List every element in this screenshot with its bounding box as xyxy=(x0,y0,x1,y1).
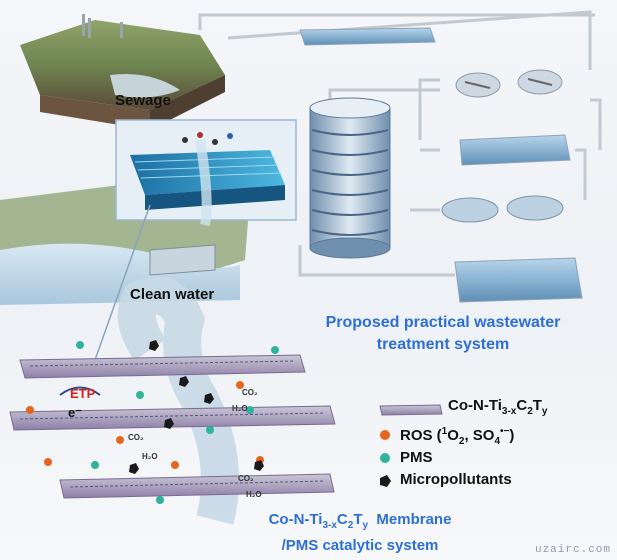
electron-label: e⁻ xyxy=(68,405,83,420)
membrane-inset xyxy=(115,119,297,226)
legend-pms-mark xyxy=(380,453,390,463)
co2-label: CO₂ xyxy=(128,433,144,442)
catalytic-system-title: Co-N-Ti3-xC2Ty Membrane /PMS catalytic s… xyxy=(210,510,510,556)
legend-marks xyxy=(379,404,443,487)
membrane-reactor-cylinder xyxy=(309,97,391,259)
legend-membrane-mark xyxy=(379,404,443,416)
legend-pms: PMS xyxy=(400,449,433,466)
h2o-label: H₂O xyxy=(142,452,158,461)
catalytic-system xyxy=(9,276,336,525)
legend-micropollutants: Micropollutants xyxy=(400,471,512,488)
micropollutant-particles xyxy=(129,340,264,474)
legend-membrane: Co-N-Ti3-xC2Ty xyxy=(448,397,548,417)
watermark: uzairc.com xyxy=(534,544,611,556)
proposed-system-caption: Proposed practical wastewater treatment … xyxy=(308,312,578,356)
h2o-label: H₂O xyxy=(232,404,248,413)
etp-label: ETP xyxy=(70,386,96,401)
proposed-caption-line2: treatment system xyxy=(376,336,510,353)
clean-water-label: Clean water xyxy=(130,286,215,303)
catalytic-title-line2: /PMS catalytic system xyxy=(281,537,439,554)
legend-ros: ROS (1O2, SO4•−) xyxy=(400,426,515,447)
legend-ros-mark xyxy=(380,430,390,440)
proposed-caption-line1: Proposed practical wastewater xyxy=(325,314,561,331)
legend-micropollutant-mark xyxy=(380,475,391,487)
co2-label: CO₂ xyxy=(242,388,258,397)
sewage-label: Sewage xyxy=(115,92,171,109)
co2-label: CO₂ xyxy=(238,474,254,483)
treatment-units xyxy=(299,27,583,303)
h2o-label: H₂O xyxy=(246,490,262,499)
catalytic-title-line1: Co-N-Ti3-xC2Ty Membrane xyxy=(268,511,452,531)
pms-particles xyxy=(76,341,279,504)
sewage-terrain xyxy=(20,14,225,130)
zoom-connector xyxy=(94,204,151,361)
